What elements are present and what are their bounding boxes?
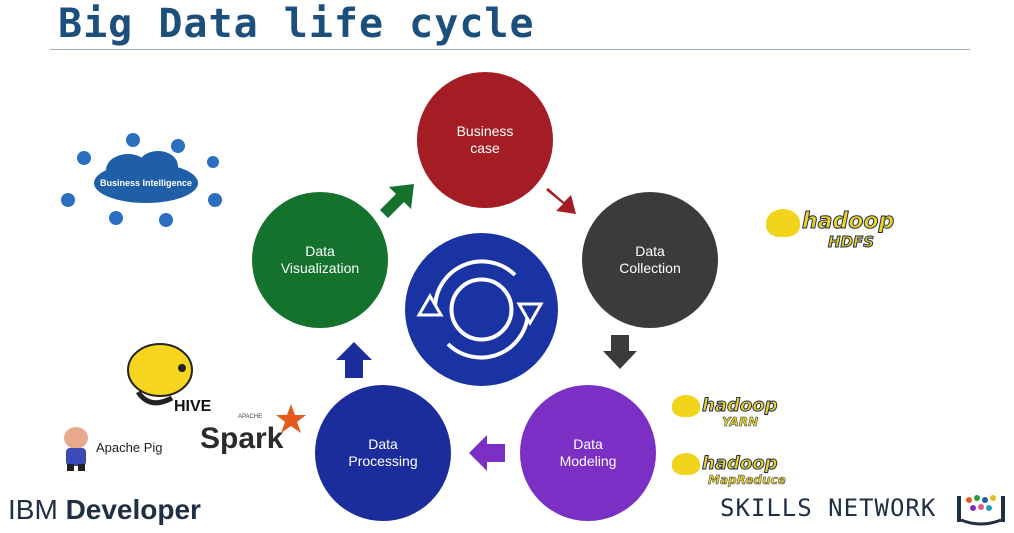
- spark-text: Spark: [200, 422, 284, 455]
- hadoop-elephant-icon: [672, 453, 700, 475]
- hadoop-text: hadoop: [701, 395, 778, 417]
- cloud-icon: [61, 133, 222, 227]
- hadoop-hdfs-logo: hadoop HDFS: [766, 205, 916, 253]
- apache-pig-logo: Apache Pig: [60, 424, 180, 474]
- stage-data-collection-label: Data Collection: [619, 243, 681, 276]
- apache-small-text: APACHE: [238, 414, 263, 420]
- ibm-developer-logo: IBM Developer: [8, 494, 201, 526]
- arrow-to-data-visualization: [336, 342, 372, 378]
- skills-network-text: SKILLS NETWORK: [720, 494, 937, 522]
- refresh-icon: [416, 259, 544, 360]
- hadoop-elephant-icon: [766, 209, 800, 237]
- arrow-to-business-case: [380, 184, 414, 218]
- hive-logo: HIVE: [120, 340, 212, 420]
- apache-pig-text: Apache Pig: [96, 440, 163, 455]
- center-cycle: [405, 233, 558, 386]
- skills-network-logo: SKILLS NETWORK: [720, 494, 936, 522]
- stage-business-case: Business case: [417, 72, 553, 208]
- stage-data-visualization-label: Data Visualization: [280, 243, 360, 276]
- business-intelligence-graphic: Business Intelligence: [58, 128, 228, 233]
- developer-text: Developer: [65, 494, 201, 525]
- pig-icon: [64, 427, 88, 471]
- yarn-text: YARN: [722, 415, 759, 430]
- mapreduce-text: MapReduce: [708, 473, 786, 488]
- hadoop-text: hadoop: [701, 453, 778, 475]
- title-divider: [50, 49, 970, 50]
- stage-data-processing-label: Data Processing: [348, 436, 418, 469]
- stage-data-visualization: Data Visualization: [252, 192, 388, 328]
- stage-data-modeling: Data Modeling: [520, 385, 656, 521]
- spark-logo: APACHE Spark: [198, 404, 308, 460]
- hadoop-yarn-logo: hadoop YARN: [672, 393, 802, 433]
- arrow-to-data-modeling: [603, 335, 637, 369]
- business-intelligence-label: Business Intelligence: [99, 178, 193, 188]
- hive-text: HIVE: [174, 398, 212, 415]
- spark-star-icon: [276, 404, 306, 433]
- stage-business-case-label: Business case: [456, 123, 514, 156]
- stage-data-modeling-label: Data Modeling: [559, 436, 617, 469]
- hdfs-text: HDFS: [827, 233, 875, 252]
- arrow-to-data-processing: [469, 435, 505, 471]
- hive-bee-icon: [127, 343, 193, 406]
- hadoop-mapreduce-logo: hadoop MapReduce: [672, 451, 807, 491]
- stage-data-processing: Data Processing: [315, 385, 451, 521]
- books-icon: [957, 495, 1005, 526]
- ibm-text: IBM: [8, 494, 58, 525]
- hadoop-elephant-icon: [672, 395, 700, 417]
- hadoop-text: hadoop: [801, 209, 895, 235]
- stage-data-collection: Data Collection: [582, 192, 718, 328]
- page-title: Big Data life cycle: [58, 1, 535, 47]
- arrow-to-data-collection: [546, 188, 576, 214]
